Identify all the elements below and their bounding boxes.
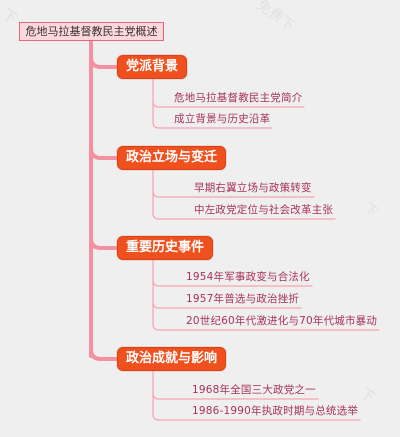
leaf-underline <box>152 100 305 108</box>
branch-political-stance[interactable]: 政治立场与变迁 <box>117 146 227 170</box>
leaf-underline <box>152 121 273 129</box>
leaf-1957-election[interactable]: 1957年普选与政治挫折 <box>186 293 300 305</box>
leaf-early-right-wing[interactable]: 早期右翼立场与政策转变 <box>194 182 312 194</box>
branch-historical-events[interactable]: 重要历史事件 <box>117 236 214 260</box>
branch-achievements[interactable]: 政治成就与影响 <box>117 347 227 371</box>
leaf-1960s-radicalization[interactable]: 20世纪60年代激进化与70年代城市暴动 <box>186 315 378 327</box>
branch-connector <box>89 55 119 69</box>
leaf-underline <box>152 212 336 220</box>
leaf-underline <box>152 190 315 198</box>
leaf-center-left-reform[interactable]: 中左政党定位与社会改革主张 <box>194 204 334 216</box>
branch-connector <box>89 236 119 250</box>
leaf-underline <box>152 301 302 309</box>
leaf-underline <box>152 413 361 421</box>
leaf-underline <box>152 392 319 400</box>
leaf-party-intro[interactable]: 危地马拉基督教民主党简介 <box>174 92 303 104</box>
leaf-underline <box>152 323 380 331</box>
branch-connector <box>89 146 119 160</box>
branch-party-background[interactable]: 党派背景 <box>117 55 188 79</box>
leaf-founding-history[interactable]: 成立背景与历史沿革 <box>174 113 271 125</box>
leaf-1954-coup[interactable]: 1954年军事政变与合法化 <box>186 271 310 283</box>
leaf-1968-top-three[interactable]: 1968年全国三大政党之一 <box>192 384 316 396</box>
leaf-underline <box>152 279 313 287</box>
leaf-1986-1990-rule[interactable]: 1986-1990年执政时期与总统选举 <box>192 405 359 417</box>
root-topic[interactable]: 危地马拉基督教民主党概述 <box>19 22 164 41</box>
branch-connector <box>89 347 119 361</box>
